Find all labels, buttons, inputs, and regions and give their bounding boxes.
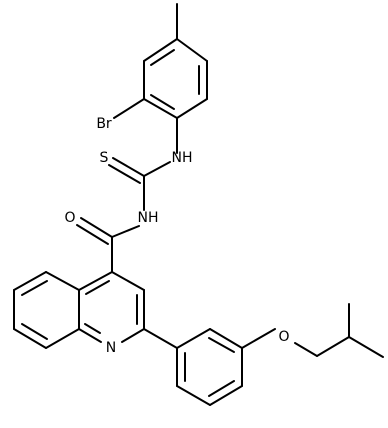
atom-label-carbonyl-oxygen: O bbox=[64, 210, 75, 226]
bond bbox=[294, 342, 318, 357]
bond bbox=[45, 271, 80, 291]
bond bbox=[13, 328, 47, 349]
atom-label-layer: Br S NH NH O N O bbox=[64, 116, 289, 356]
bond bbox=[209, 385, 243, 406]
bond bbox=[143, 328, 178, 349]
atom-label-nh-upper: NH bbox=[172, 150, 193, 166]
bond bbox=[85, 280, 110, 295]
bond bbox=[78, 328, 102, 343]
bond bbox=[208, 380, 235, 397]
atom-label-sulfur: S bbox=[100, 150, 109, 166]
bond bbox=[316, 336, 350, 357]
bond bbox=[143, 38, 178, 62]
bond bbox=[108, 164, 141, 184]
atom-label-nh-lower: NH bbox=[138, 210, 159, 226]
bond bbox=[176, 385, 211, 406]
bond-layer bbox=[13, 3, 384, 406]
bond bbox=[348, 336, 384, 358]
bond bbox=[176, 328, 211, 349]
atom-label-ether-oxygen: O bbox=[278, 329, 289, 345]
bond bbox=[241, 328, 276, 349]
bond bbox=[113, 98, 145, 119]
bond bbox=[143, 161, 171, 177]
bond bbox=[80, 217, 113, 238]
bond bbox=[78, 271, 113, 291]
bond bbox=[13, 271, 47, 291]
bond bbox=[176, 98, 208, 119]
bond bbox=[84, 323, 101, 334]
bond bbox=[111, 271, 145, 291]
bond bbox=[21, 280, 48, 296]
bond bbox=[208, 337, 235, 353]
bond bbox=[150, 94, 175, 110]
bond bbox=[176, 38, 208, 62]
bond bbox=[111, 225, 140, 238]
bond bbox=[121, 328, 145, 343]
bond bbox=[45, 328, 80, 349]
bond bbox=[76, 224, 109, 245]
atom-label-bromine: Br bbox=[96, 116, 112, 132]
bond bbox=[209, 328, 243, 349]
bond bbox=[143, 98, 178, 119]
atom-label-quinoline-nitrogen: N bbox=[106, 340, 116, 356]
bond bbox=[150, 49, 175, 66]
bond bbox=[112, 157, 145, 177]
bond bbox=[21, 323, 48, 340]
